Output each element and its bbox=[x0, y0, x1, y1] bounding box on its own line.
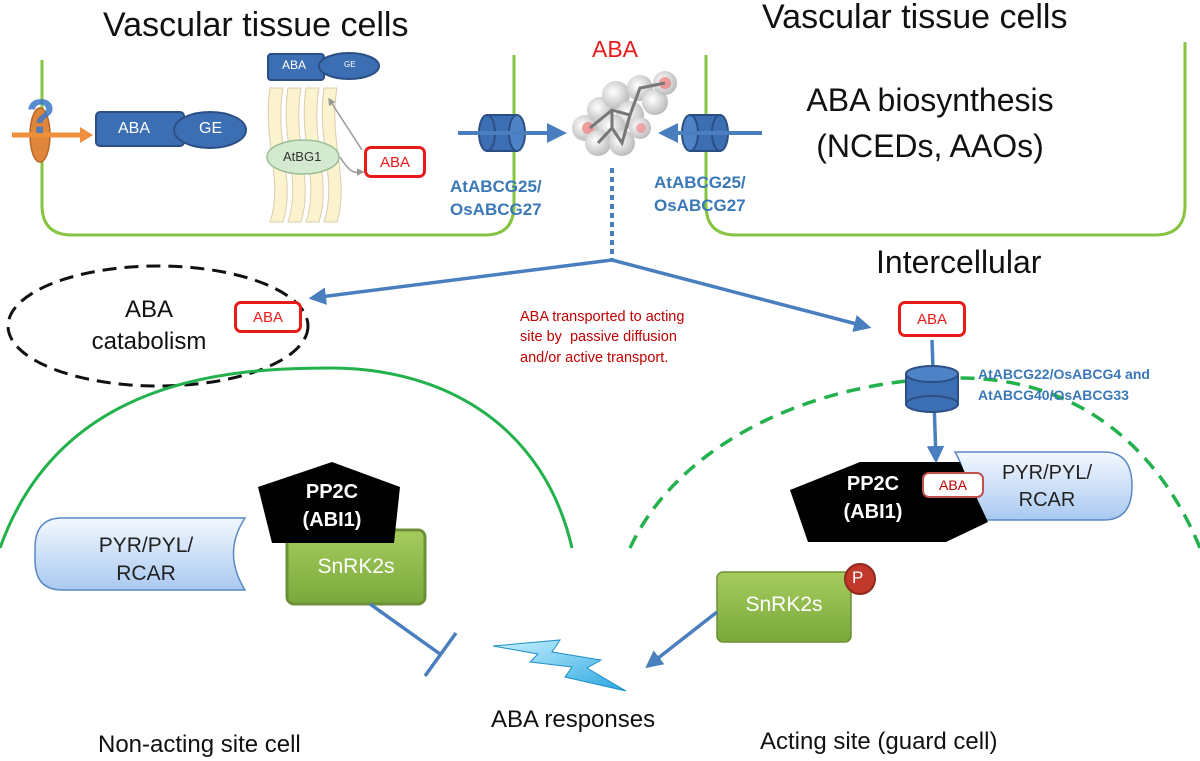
right-efflux-label: AtABCG25/ OsABCG27 bbox=[654, 173, 746, 215]
phospho-icon bbox=[844, 563, 876, 595]
biosynthesis-line1: ABA biosynthesis bbox=[806, 82, 1054, 118]
left-cell-membrane bbox=[40, 55, 516, 237]
aba-ge-large-aba-text: ABA bbox=[118, 120, 151, 137]
aba-ge-large-ge-text: GE bbox=[199, 120, 223, 137]
importer-transporter bbox=[905, 365, 959, 413]
aba-ge-small-ge-text: GE bbox=[344, 60, 356, 69]
activation-arrow bbox=[645, 610, 719, 669]
arrow-to-acting-site bbox=[611, 258, 872, 332]
non-acting-site-caption: Non-acting site cell bbox=[98, 731, 301, 758]
intercellular-aba-box: ABA bbox=[898, 301, 966, 337]
right-cell-membrane bbox=[704, 42, 1187, 237]
catabolism-label: ABA catabolism bbox=[91, 296, 207, 356]
catabolism-aba-box: ABA bbox=[234, 301, 302, 333]
importer-label: AtABCG22/OsABCG4 and AtABCG40/OsABCG33 bbox=[978, 366, 1150, 403]
inhibition-line bbox=[368, 602, 442, 656]
acting-pp2c-label: PP2C (ABI1) bbox=[843, 473, 903, 523]
non-acting-receptor-label: PYR/PYL/ RCAR bbox=[98, 534, 194, 586]
non-acting-pp2c-label: PP2C (ABI1) bbox=[302, 481, 362, 531]
acting-site-caption: Acting site (guard cell) bbox=[760, 728, 998, 755]
non-acting-snrk-label: SnRK2s bbox=[317, 555, 395, 578]
aba-responses-label: ABA responses bbox=[491, 706, 656, 733]
aba-molecule-icon bbox=[572, 71, 677, 156]
acting-receptor-label: PYR/PYL/ RCAR bbox=[1001, 462, 1093, 511]
acting-snrk-label: SnRK2s bbox=[745, 593, 823, 616]
catabolism-region bbox=[6, 264, 310, 388]
acting-snrk-shape bbox=[716, 571, 852, 643]
biosynthesis-line2: (NCEDs, AAOs) bbox=[816, 128, 1044, 164]
left-cell-title: Vascular tissue cells bbox=[103, 6, 409, 44]
atbg1-label: AtBG1 bbox=[283, 149, 322, 164]
left-efflux-label: AtABCG25/ OsABCG27 bbox=[450, 177, 542, 219]
phospho-label: P bbox=[852, 568, 864, 587]
aba-center-label: ABA bbox=[592, 36, 639, 62]
left-cell-aba-box: ABA bbox=[364, 146, 426, 178]
aba-ge-large-ge bbox=[173, 111, 247, 149]
aba-ge-small-aba-text: ABA bbox=[282, 58, 307, 72]
right-cell-title: Vascular tissue cells bbox=[762, 0, 1068, 36]
aba-ge-small-ge bbox=[318, 52, 380, 80]
response-bolt-icon bbox=[492, 639, 627, 692]
arrow-to-catabolism bbox=[308, 258, 613, 305]
transport-note: ABA transported to acting site by passiv… bbox=[520, 309, 685, 366]
question-mark-icon: ? bbox=[26, 91, 56, 144]
acting-aba-box: ABA bbox=[922, 472, 984, 498]
acting-cell-membrane bbox=[628, 376, 1200, 549]
atbg1-enzyme bbox=[266, 139, 340, 175]
non-acting-cell-membrane bbox=[0, 366, 574, 549]
intercellular-label: Intercellular bbox=[876, 244, 1042, 280]
non-acting-pp2c-shape bbox=[258, 462, 400, 543]
non-acting-receptor-shape bbox=[34, 517, 247, 591]
